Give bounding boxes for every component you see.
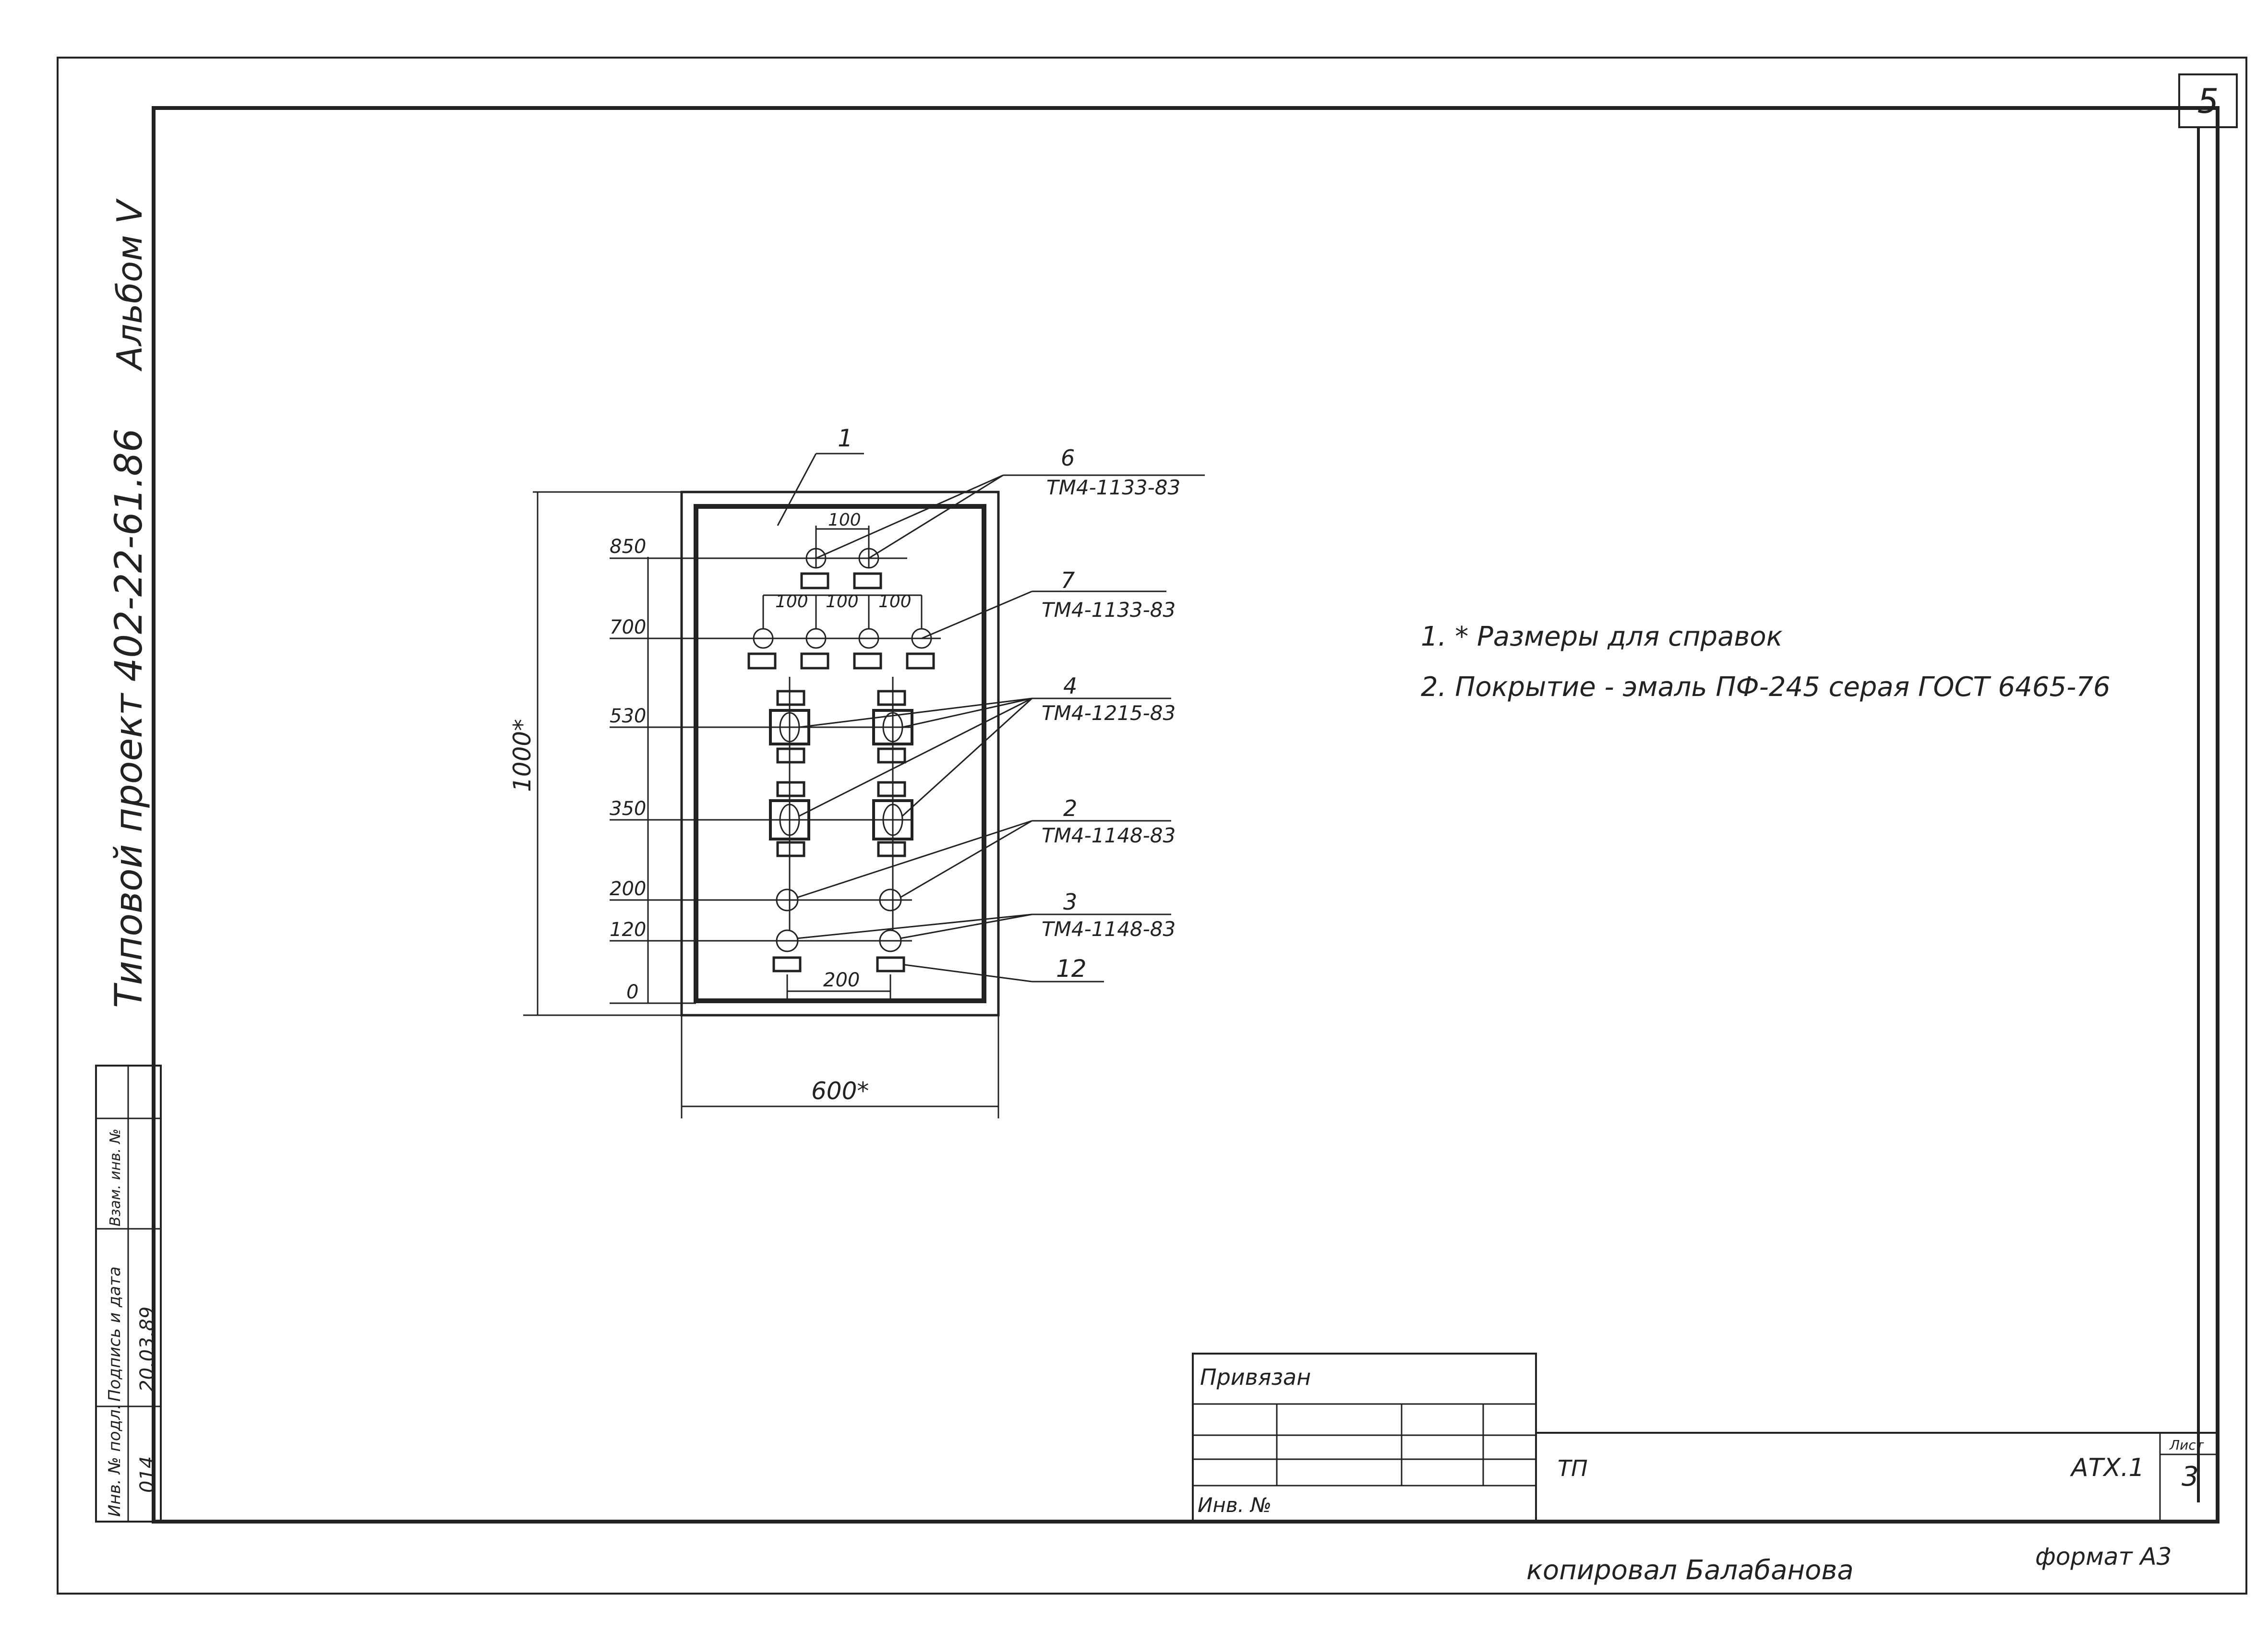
panel-drawing: 1000* 600* 850 700 530 350 200 120 0 100 bbox=[508, 424, 1205, 1118]
project-title: Типовой проект 402-22-61.86 bbox=[108, 428, 151, 1008]
album-title: Альбом V bbox=[109, 198, 150, 372]
callout-6-spec: ТМ4-1133-83 bbox=[1046, 476, 1180, 499]
inv-value: 014 bbox=[136, 1456, 158, 1493]
callout-12-num: 12 bbox=[1056, 955, 1087, 983]
device-4c bbox=[769, 799, 810, 840]
level-120: 120 bbox=[610, 919, 646, 941]
callout-4-spec: ТМ4-1215-83 bbox=[1042, 701, 1176, 725]
device-4d bbox=[872, 799, 913, 840]
sign-value: 20.03.89 bbox=[136, 1307, 158, 1392]
panel-outer bbox=[680, 491, 1000, 1017]
callout-3-num: 3 bbox=[1063, 889, 1077, 915]
callout-4-num: 4 bbox=[1063, 673, 1077, 699]
sheet-format: формат А3 bbox=[2035, 1543, 2172, 1571]
gauge-7b bbox=[805, 628, 827, 649]
code-left: ТП bbox=[1558, 1455, 1588, 1481]
height-dimension: 1000* bbox=[508, 719, 536, 792]
level-350: 350 bbox=[610, 798, 646, 820]
level-200: 200 bbox=[610, 878, 646, 900]
corner-number: 5 bbox=[2197, 82, 2219, 121]
spacing-row-1: 100 bbox=[775, 592, 808, 612]
callout-6-num: 6 bbox=[1061, 445, 1075, 471]
inner-frame bbox=[152, 106, 2220, 1524]
level-700: 700 bbox=[610, 616, 646, 638]
side-stamp: Инв. № подл. 014 Подпись и дата 20.03.89… bbox=[95, 1065, 162, 1523]
gauge-7a bbox=[753, 628, 774, 649]
replace-label: Взам. инв. № bbox=[107, 1128, 124, 1226]
code-right: АТХ.1 bbox=[2070, 1453, 2145, 1482]
sign-label: Подпись и дата bbox=[105, 1266, 124, 1402]
note-1: 1. * Размеры для справок bbox=[1421, 621, 1783, 652]
callout-1-num: 1 bbox=[838, 424, 853, 452]
level-0: 0 bbox=[626, 981, 638, 1003]
copied-by: копировал Балабанова bbox=[1526, 1555, 1854, 1586]
width-dimension: 600* bbox=[811, 1077, 869, 1105]
panel-inner bbox=[694, 504, 986, 1003]
callout-7-num: 7 bbox=[1061, 567, 1075, 593]
gauge-7c bbox=[858, 628, 879, 649]
inv-label: Инв. № подл. bbox=[105, 1404, 124, 1517]
gauge-3b bbox=[879, 929, 902, 952]
callout-7-spec: ТМ4-1133-83 bbox=[1042, 598, 1176, 622]
gauge-3a bbox=[776, 929, 799, 952]
sheet-value: 3 bbox=[2182, 1461, 2199, 1492]
gauge-2a bbox=[776, 888, 799, 912]
sheet-label: Лист bbox=[2169, 1437, 2204, 1453]
callout-3-spec: ТМ4-1148-83 bbox=[1042, 917, 1176, 941]
spacing-bottom: 200 bbox=[823, 969, 860, 991]
inv-no-label: Инв. № bbox=[1198, 1493, 1272, 1517]
bound-label: Привязан bbox=[1200, 1364, 1311, 1390]
callout-2-spec: ТМ4-1148-83 bbox=[1042, 824, 1176, 847]
spacing-row-3: 100 bbox=[878, 592, 912, 612]
gauge-2b bbox=[879, 888, 902, 912]
callout-2-num: 2 bbox=[1063, 795, 1077, 821]
spacing-row-2: 100 bbox=[826, 592, 859, 612]
note-2: 2. Покрытие - эмаль ПФ-245 серая ГОСТ 64… bbox=[1421, 672, 2111, 703]
outer-frame bbox=[57, 57, 2247, 1595]
title-block: Привязан Инв. № ТП АТХ.1 Лист 3 bbox=[1192, 1353, 2218, 1523]
level-530: 530 bbox=[610, 705, 646, 727]
level-850: 850 bbox=[610, 536, 646, 558]
spacing-top: 100 bbox=[828, 510, 861, 530]
corner-number-box bbox=[2178, 73, 2238, 128]
